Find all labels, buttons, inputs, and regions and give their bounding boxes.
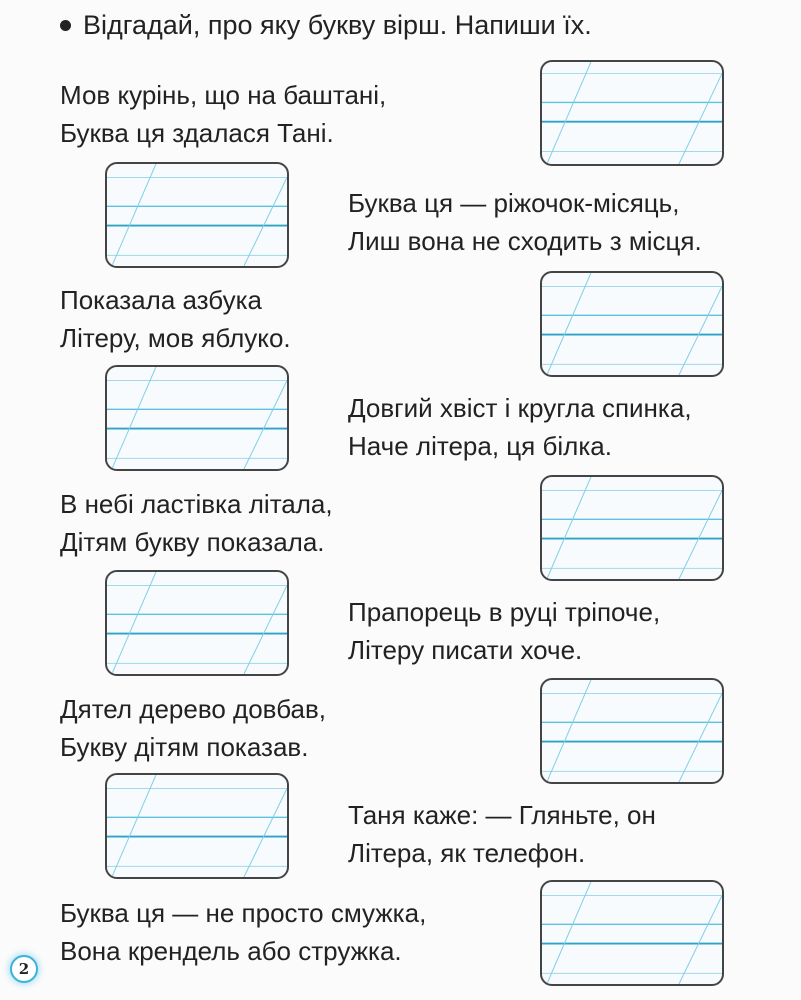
verse-line: Буква ця — ріжочок-місяць, (348, 188, 680, 218)
verse-line: Дітям букву показала. (60, 527, 325, 557)
verse-line: В небі ластівка літала, (60, 489, 333, 519)
ruled-lines-icon (107, 572, 287, 674)
riddle-verse-7: Дятел дерево довбав, Букву дітям показав… (60, 690, 326, 766)
writing-box-7[interactable] (540, 678, 724, 784)
ruled-lines-icon (107, 775, 287, 877)
riddle-verse-1: Мов курінь, що на баштані, Буква ця здал… (60, 76, 386, 152)
verse-line: Букву дітям показав. (60, 732, 309, 762)
verse-line: Довгий хвіст і кругла спинка, (348, 393, 692, 423)
verse-line: Показала азбука (60, 285, 263, 315)
riddle-verse-9: Буква ця — не просто смужка, Вона кренде… (60, 894, 426, 970)
verse-line: Таня каже: — Гляньте, он (348, 800, 656, 830)
writing-box-6[interactable] (105, 570, 289, 676)
riddle-verse-2: Буква ця — ріжочок-місяць, Лиш вона не с… (348, 184, 702, 260)
verse-line: Мов курінь, що на баштані, (60, 80, 387, 110)
verse-line: Дятел дерево довбав, (60, 694, 326, 724)
riddle-verse-5: В небі ластівка літала, Дітям букву пока… (60, 485, 333, 561)
bullet-icon (60, 19, 71, 31)
riddle-verse-3: Показала азбука Літеру, мов яблуко. (60, 281, 291, 357)
verse-line: Літера, як телефон. (348, 838, 586, 868)
verse-line: Прапорець в руці тріпоче, (348, 597, 661, 627)
writing-box-3[interactable] (540, 271, 724, 377)
writing-box-4[interactable] (105, 365, 289, 471)
ruled-lines-icon (542, 882, 722, 984)
verse-line: Наче літера, ця білка. (348, 431, 612, 461)
instruction: Відгадай, про яку букву вірш. Напиши їх. (60, 6, 592, 44)
riddle-verse-4: Довгий хвіст і кругла спинка, Наче літер… (348, 389, 692, 465)
writing-box-1[interactable] (540, 60, 724, 166)
riddle-verse-8: Таня каже: — Гляньте, он Літера, як теле… (348, 796, 656, 872)
page-number-badge: 2 (10, 955, 38, 983)
ruled-lines-icon (107, 164, 287, 266)
ruled-lines-icon (542, 477, 722, 579)
verse-line: Літеру, мов яблуко. (60, 323, 291, 353)
ruled-lines-icon (542, 680, 722, 782)
instruction-text: Відгадай, про яку букву вірш. Напиши їх. (83, 10, 592, 40)
verse-line: Буква ця — не просто смужка, (60, 898, 427, 928)
verse-line: Буква ця здалася Тані. (60, 118, 334, 148)
ruled-lines-icon (107, 367, 287, 469)
riddle-verse-6: Прапорець в руці тріпоче, Літеру писати … (348, 593, 660, 669)
writing-box-5[interactable] (540, 475, 724, 581)
writing-box-2[interactable] (105, 162, 289, 268)
writing-box-8[interactable] (105, 773, 289, 879)
ruled-lines-icon (542, 273, 722, 375)
verse-line: Вона крендель або стружка. (60, 936, 402, 966)
ruled-lines-icon (542, 62, 722, 164)
writing-box-9[interactable] (540, 880, 724, 986)
verse-line: Літеру писати хоче. (348, 635, 583, 665)
verse-line: Лиш вона не сходить з місця. (348, 226, 702, 256)
